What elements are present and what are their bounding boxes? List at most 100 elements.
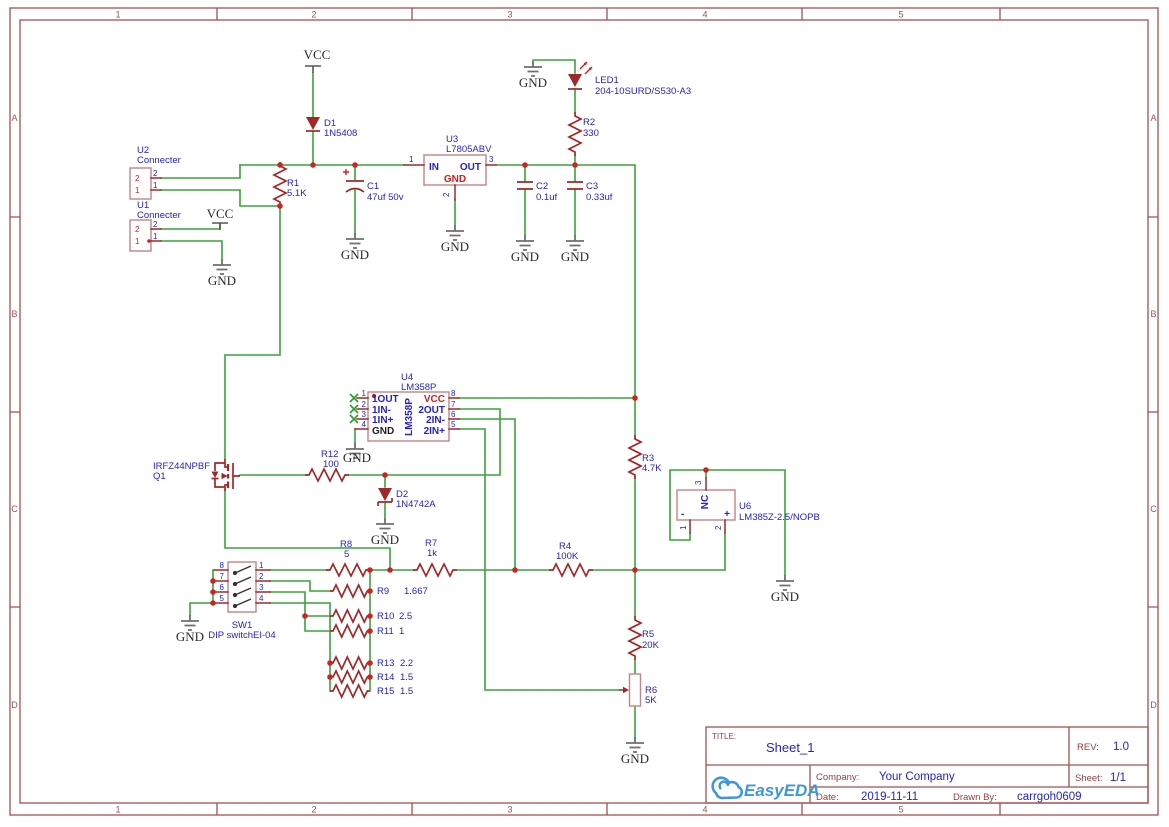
r12-ref-label: R12	[321, 449, 338, 460]
u4-2in-minus-label: 2IN-	[426, 415, 445, 426]
component-c3[interactable]: C3 0.33uf	[567, 181, 613, 203]
component-q1[interactable]: IRFZ44NPBF Q1	[153, 459, 240, 491]
sw1-pin2-number: 2	[259, 572, 264, 581]
col-label: 4	[702, 10, 707, 20]
component-d2[interactable]: D2 1N4742A	[377, 488, 436, 510]
u3-pin-out-label: OUT	[460, 162, 481, 173]
gnd-net-label: GND	[371, 532, 399, 547]
component-r10[interactable]: R10 2.5	[329, 609, 412, 623]
component-r11[interactable]: R11 1	[329, 624, 404, 638]
cloud-icon	[711, 776, 744, 800]
component-c2[interactable]: C2 0.1uf	[517, 181, 557, 203]
dip-switch-levers[interactable]	[232, 565, 252, 609]
gnd-net-label: GND	[341, 247, 369, 262]
r6-ref-label: R6	[645, 685, 657, 696]
gnd-net-label: GND	[771, 589, 799, 604]
row-label: D	[1150, 700, 1157, 710]
frame-row-labels: A B C D A B C D	[11, 113, 1157, 710]
u6-value-label: LM385Z-2.5/NOPB	[739, 512, 820, 523]
frame-column-labels: 1 2 3 4 5 1 2 3 4 5	[115, 10, 903, 815]
u4-value-label: LM358P	[401, 382, 436, 393]
component-u2[interactable]: U2 Connecter 2 1 2 1	[129, 145, 181, 200]
u2-pin2-number: 2	[153, 169, 158, 178]
component-u6[interactable]: NC - + 3 1 2 U6 LM385Z-2.5/NOPB	[676, 477, 820, 534]
net-gnd[interactable]: GND	[343, 442, 371, 465]
r9-value-label: 1.667	[404, 586, 428, 597]
net-gnd[interactable]: GND	[621, 736, 649, 766]
title-label: TITLE:	[712, 732, 736, 741]
u2-pin1-inner: 1	[135, 186, 140, 195]
pin1-marker-dot	[371, 393, 377, 399]
u3-pin-gnd-label: GND	[444, 174, 466, 185]
r2-ref-label: R2	[583, 117, 595, 128]
gnd-net-label: GND	[208, 273, 236, 288]
date-label: Date:	[816, 792, 839, 803]
gnd-net-label: GND	[343, 450, 371, 465]
rev-label: REV:	[1077, 742, 1099, 753]
component-sw1[interactable]: 8 7 6 5 1 2 3 4 SW1 DIP switchEI-04	[208, 561, 275, 641]
u4-gnd-label: GND	[372, 426, 394, 437]
sheet-title[interactable]: Sheet_1	[766, 740, 814, 755]
component-u3[interactable]: U3 L7805ABV IN OUT GND 1 3 2	[403, 134, 497, 201]
u4-1in-plus-label: 1IN+	[372, 415, 394, 426]
row-label: A	[1150, 113, 1156, 123]
sw1-pin7-number: 7	[220, 572, 225, 581]
gnd-net-label: GND	[621, 751, 649, 766]
r4-value-label: 100K	[556, 551, 579, 562]
net-gnd[interactable]: GND	[511, 234, 539, 264]
component-r14[interactable]: R14 1.5	[329, 670, 413, 684]
component-r15[interactable]: R15 1.5	[329, 684, 413, 698]
component-r1[interactable]: R1 5.1K	[273, 161, 307, 207]
component-d1[interactable]: D1 1N5408	[306, 117, 357, 139]
net-gnd[interactable]: GND	[519, 60, 547, 90]
component-r12[interactable]: R12 100	[304, 449, 350, 482]
r4-ref-label: R4	[559, 541, 571, 552]
component-r8[interactable]: R8 5	[325, 539, 371, 577]
col-label: 5	[898, 10, 903, 20]
company-value[interactable]: Your Company	[879, 771, 955, 783]
drawn-by-value[interactable]: carrgoh0609	[1017, 791, 1082, 803]
sw1-value-label: DIP switchEI-04	[208, 630, 275, 641]
net-vcc[interactable]: VCC	[207, 206, 234, 231]
u1-pin1-inner: 1	[135, 237, 140, 246]
component-u1[interactable]: U1 Connecter 2 1 2 1	[129, 200, 181, 252]
component-r9[interactable]: R9 1.667	[329, 584, 428, 598]
u4-vcc-label: VCC	[424, 394, 445, 405]
component-r5[interactable]: R5 20K	[628, 615, 660, 661]
r8-value-label: 5	[344, 549, 349, 560]
u6-plus-label: +	[724, 509, 730, 520]
component-r7[interactable]: R7 1k	[412, 538, 458, 577]
r13-value-label: 2.2	[400, 658, 413, 669]
component-r2[interactable]: R2 330	[568, 111, 599, 157]
u1-pin1-number: 1	[153, 232, 158, 241]
net-gnd[interactable]: GND	[176, 614, 204, 644]
row-label: B	[11, 309, 17, 319]
u4-1out-label: 1OUT	[372, 394, 399, 405]
c1-ref-label: C1	[367, 181, 379, 192]
net-gnd[interactable]: GND	[341, 232, 369, 262]
u3-ref-label: U3	[446, 134, 458, 145]
component-led1[interactable]: LED1 204-10SURD/S530-A3	[568, 61, 691, 97]
net-vcc[interactable]: VCC	[304, 47, 331, 74]
component-u4[interactable]: U4 LM358P 1 2 3 4 8 7 6 5 1OUT 1IN- 1IN+…	[349, 372, 460, 442]
net-gnd[interactable]: GND	[371, 517, 399, 547]
u6-ref-label: U6	[739, 501, 751, 512]
u2-pin2-inner: 2	[135, 174, 140, 183]
sw1-pin3-number: 3	[259, 583, 264, 592]
component-r3[interactable]: R3 4.7K	[628, 434, 662, 480]
component-r6[interactable]: R6 5K	[619, 673, 657, 707]
net-gnd[interactable]: GND	[441, 224, 469, 254]
component-c1[interactable]: C1 47uf 50v	[343, 169, 404, 203]
u1-pin2-number: 2	[153, 220, 158, 229]
u3-value-label: L7805ABV	[446, 144, 492, 155]
u4-pin8-number: 8	[451, 389, 456, 398]
net-gnd[interactable]: GND	[771, 574, 799, 604]
sheet-value[interactable]: 1/1	[1110, 772, 1126, 784]
date-value[interactable]: 2019-11-11	[861, 791, 918, 803]
net-gnd[interactable]: GND	[208, 258, 236, 288]
component-r4[interactable]: R4 100K	[548, 541, 594, 577]
component-r13[interactable]: R13 2.2	[329, 656, 413, 670]
rev-value[interactable]: 1.0	[1113, 741, 1129, 753]
net-gnd[interactable]: GND	[561, 234, 589, 264]
